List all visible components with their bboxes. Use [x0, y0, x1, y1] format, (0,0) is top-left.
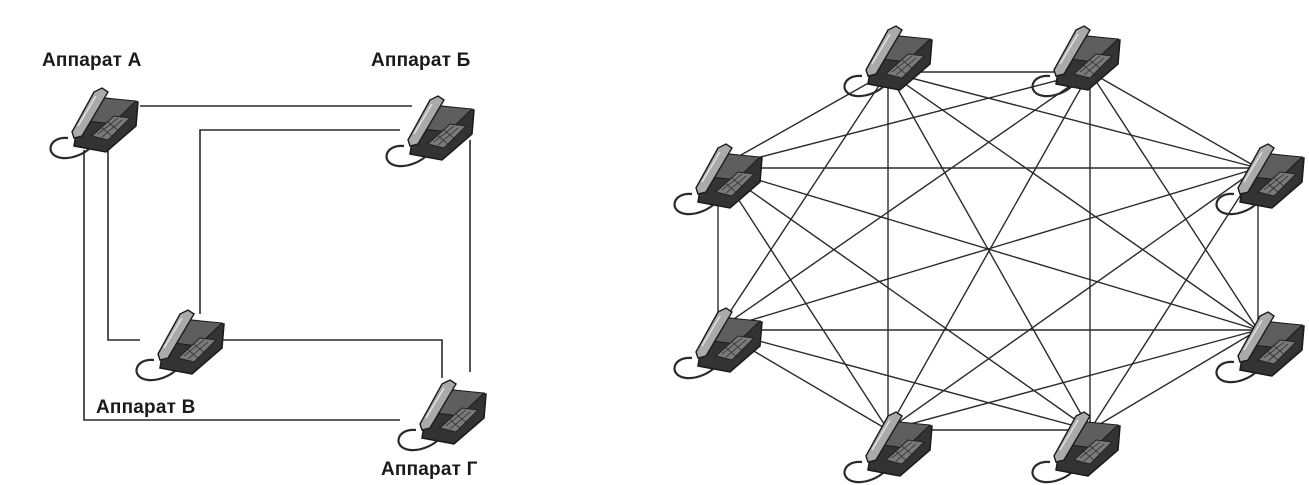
- right-phones: [673, 24, 1306, 484]
- phone-a-icon: [49, 86, 140, 160]
- left-phones: [49, 86, 488, 452]
- mesh-wire-0-7: [717, 71, 889, 169]
- phone-a-label: Аппарат А: [42, 50, 142, 71]
- mesh-phone-1-icon: [843, 24, 934, 98]
- phone-v-icon: [135, 308, 226, 382]
- mesh-wire-4-7: [717, 167, 1091, 431]
- mesh-wire-1-3: [1089, 71, 1259, 331]
- mesh-wire-3-5: [887, 329, 1259, 431]
- mesh-wire-0-3: [887, 71, 1259, 331]
- mesh-phone-8-icon: [673, 142, 764, 216]
- mesh-wire-1-7: [717, 71, 1091, 169]
- mesh-wire-3-7: [717, 167, 1259, 331]
- phone-v-label: Аппарат В: [96, 397, 196, 418]
- mesh-wire-2-4: [1089, 167, 1259, 431]
- mesh-wire-2-5: [887, 167, 1259, 431]
- right-full-mesh-wiring: [717, 71, 1259, 431]
- mesh-phone-7-icon: [673, 306, 764, 380]
- mesh-phone-5-icon: [1031, 410, 1122, 484]
- mesh-wire-4-6: [717, 329, 1091, 431]
- phone-g-icon: [397, 378, 488, 452]
- mesh-wire-5-7: [717, 167, 889, 431]
- mesh-wire-0-2: [887, 71, 1259, 169]
- phone-g-label: Аппарат Г: [381, 459, 478, 480]
- mesh-wire-1-2: [1089, 71, 1259, 169]
- mesh-wire-0-6: [717, 71, 889, 331]
- wire-a-v: [107, 150, 140, 341]
- mesh-wire-3-4: [1089, 329, 1259, 431]
- wire-b-v: [199, 129, 400, 314]
- mesh-wire-1-5: [887, 71, 1091, 431]
- wire-v-g: [220, 339, 443, 378]
- left-wiring: [83, 105, 471, 421]
- phone-b-label: Аппарат Б: [371, 50, 471, 71]
- mesh-phone-6-icon: [843, 410, 934, 484]
- wire-a-g: [83, 150, 400, 421]
- mesh-wire-1-6: [717, 71, 1091, 331]
- mesh-phone-2-icon: [1031, 24, 1122, 98]
- mesh-phone-3-icon: [1215, 142, 1306, 216]
